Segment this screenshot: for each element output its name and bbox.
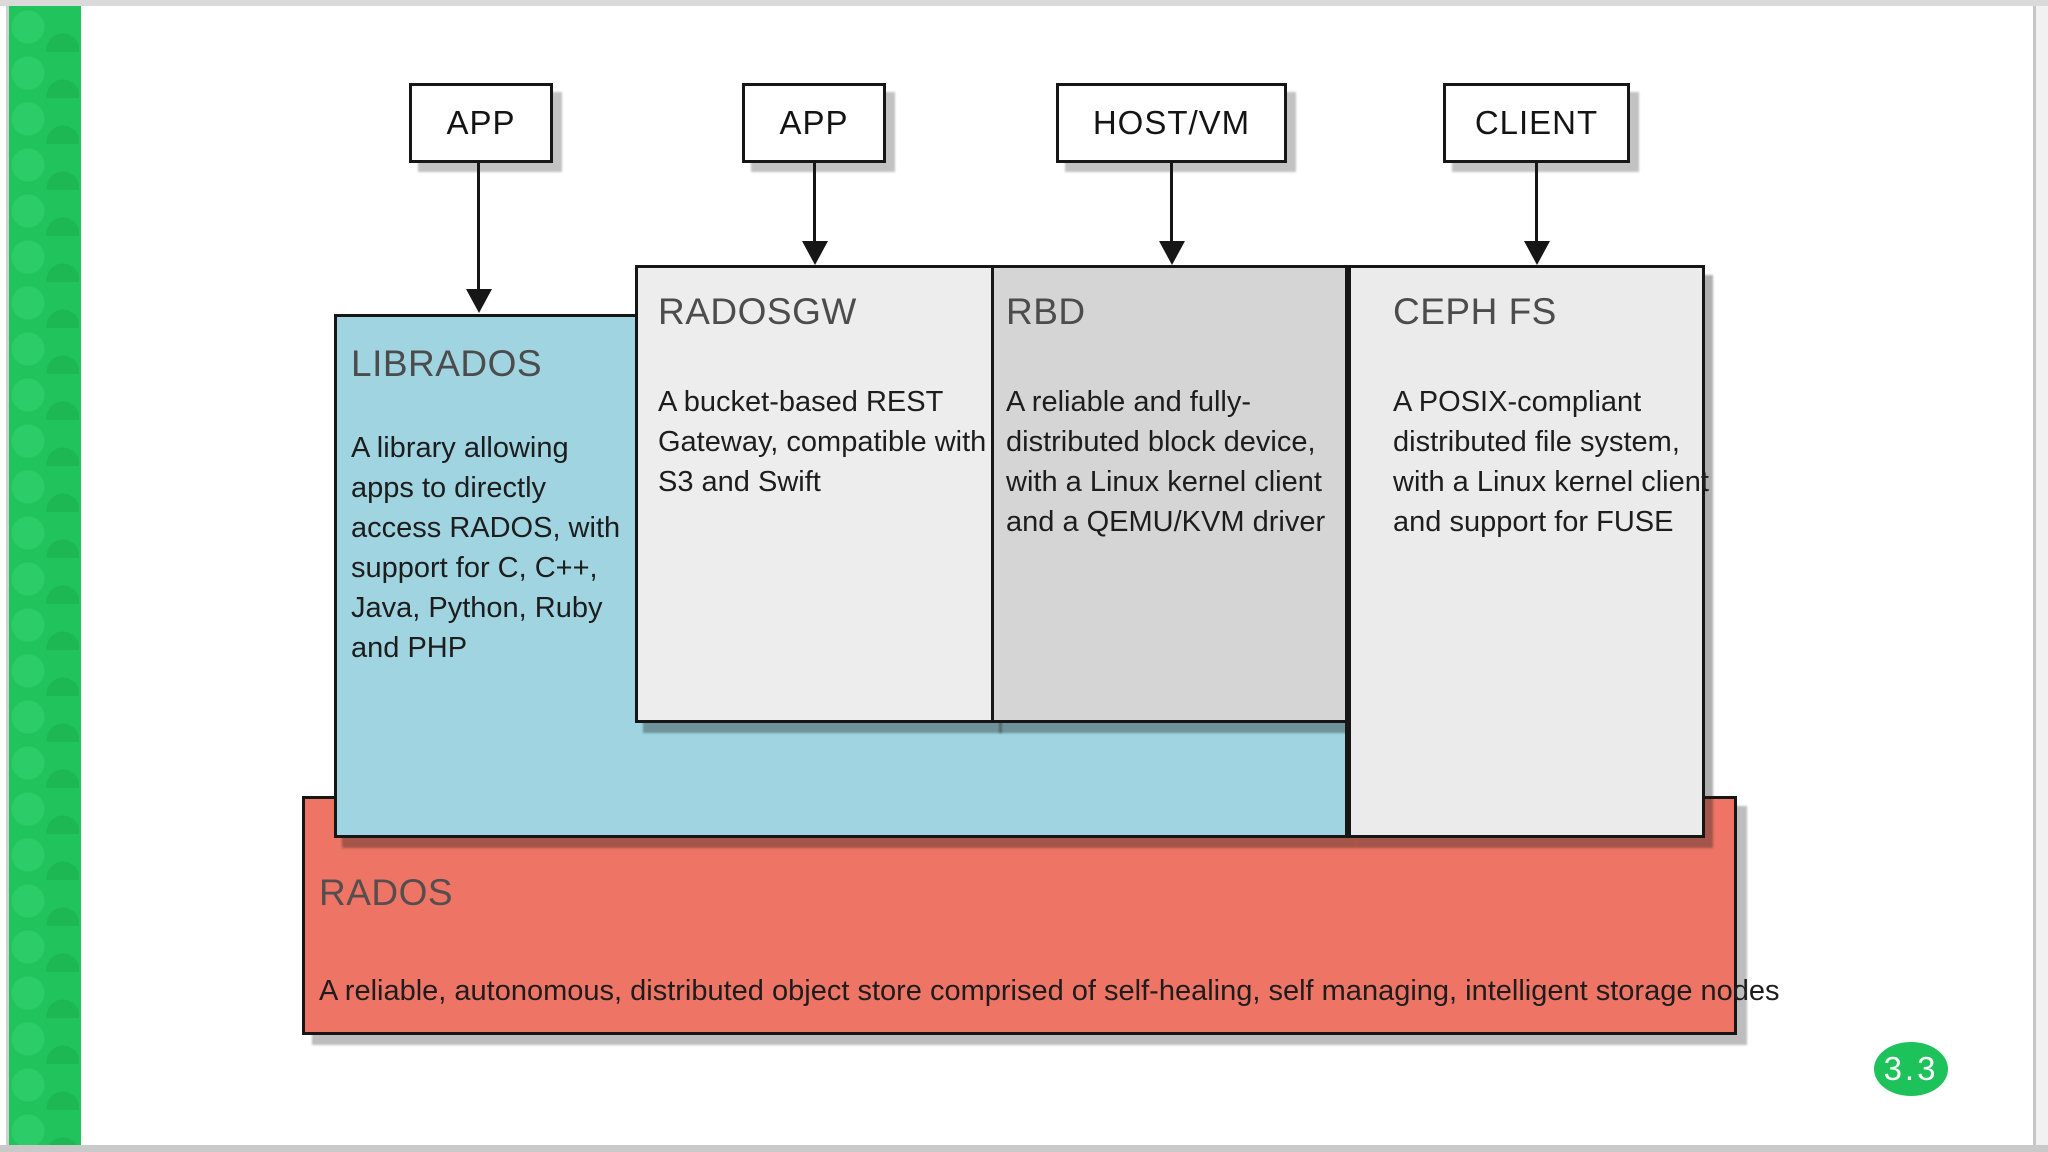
radosgw-description-line: Gateway, compatible with: [658, 426, 987, 458]
cephfs-description: A POSIX-compliant distributed file syste…: [1393, 382, 1709, 542]
slide-number-badge: 3.3: [1874, 1042, 1948, 1096]
arrow-app2-to-radosgw-head-icon: [802, 241, 828, 265]
window-right-gutter: [2036, 6, 2048, 1145]
arrow-app1-to-librados-head-icon: [466, 289, 492, 313]
arrow-hostvm-to-rbd-head-icon: [1159, 241, 1185, 265]
librados-description-line: support for C, C++,: [351, 552, 598, 584]
rbd-title: RBD: [1006, 291, 1086, 332]
rados-title: RADOS: [319, 872, 454, 913]
librados-description-line: A library allowing: [351, 432, 569, 464]
librados-description-line: and PHP: [351, 632, 468, 664]
librados-description-line: Java, Python, Ruby: [351, 592, 603, 624]
window-left-edge: [6, 6, 9, 1145]
node-app-1: APP: [409, 83, 553, 163]
librados-title: LIBRADOS: [351, 343, 543, 384]
librados-description-line: access RADOS, with: [351, 512, 621, 544]
radosgw-layer-box: RADOSGW A bucket-based REST Gateway, com…: [635, 265, 994, 723]
node-client: CLIENT: [1443, 83, 1630, 163]
arrow-client-to-cephfs-head-icon: [1524, 241, 1550, 265]
cephfs-description-line: with a Linux kernel client: [1393, 466, 1709, 498]
cephfs-description-line: distributed file system,: [1393, 426, 1680, 458]
cephfs-title: CEPH FS: [1393, 291, 1557, 332]
radosgw-description-line: A bucket-based REST: [658, 386, 944, 418]
rbd-layer-box: RBD A reliable and fully- distributed bl…: [991, 265, 1348, 723]
node-host-vm: HOST/VM: [1056, 83, 1287, 163]
radosgw-description-line: S3 and Swift: [658, 466, 821, 498]
rbd-description-line: with a Linux kernel client: [1006, 466, 1322, 498]
window-bottom-edge: [0, 1145, 2048, 1152]
rbd-description-line: and a QEMU/KVM driver: [1006, 506, 1326, 538]
cephfs-layer-box: CEPH FS A POSIX-compliant distributed fi…: [1348, 265, 1709, 838]
slide-sidebar-accent: [9, 6, 81, 1145]
radosgw-description: A bucket-based REST Gateway, compatible …: [658, 382, 987, 502]
rbd-description-line: distributed block device,: [1006, 426, 1316, 458]
librados-description: A library allowing apps to directly acce…: [351, 428, 1331, 668]
arrow-app2-to-radosgw-line: [813, 163, 816, 243]
rbd-description-line: A reliable and fully-: [1006, 386, 1252, 418]
window-right-edge: [2033, 6, 2036, 1145]
rados-description: A reliable, autonomous, distributed obje…: [319, 971, 1780, 1011]
rados-description-line: A reliable, autonomous, distributed obje…: [319, 975, 1780, 1007]
radosgw-title: RADOSGW: [658, 291, 857, 332]
window-top-edge: [0, 0, 2048, 6]
arrow-hostvm-to-rbd-line: [1170, 163, 1173, 243]
arrow-app1-to-librados-line: [477, 163, 480, 291]
cephfs-description-line: A POSIX-compliant: [1393, 386, 1642, 418]
arrow-client-to-cephfs-line: [1535, 163, 1538, 243]
rbd-description: A reliable and fully- distributed block …: [1006, 382, 1333, 542]
librados-description-line: apps to directly: [351, 472, 547, 504]
cephfs-description-line: and support for FUSE: [1393, 506, 1674, 538]
node-app-2: APP: [742, 83, 886, 163]
